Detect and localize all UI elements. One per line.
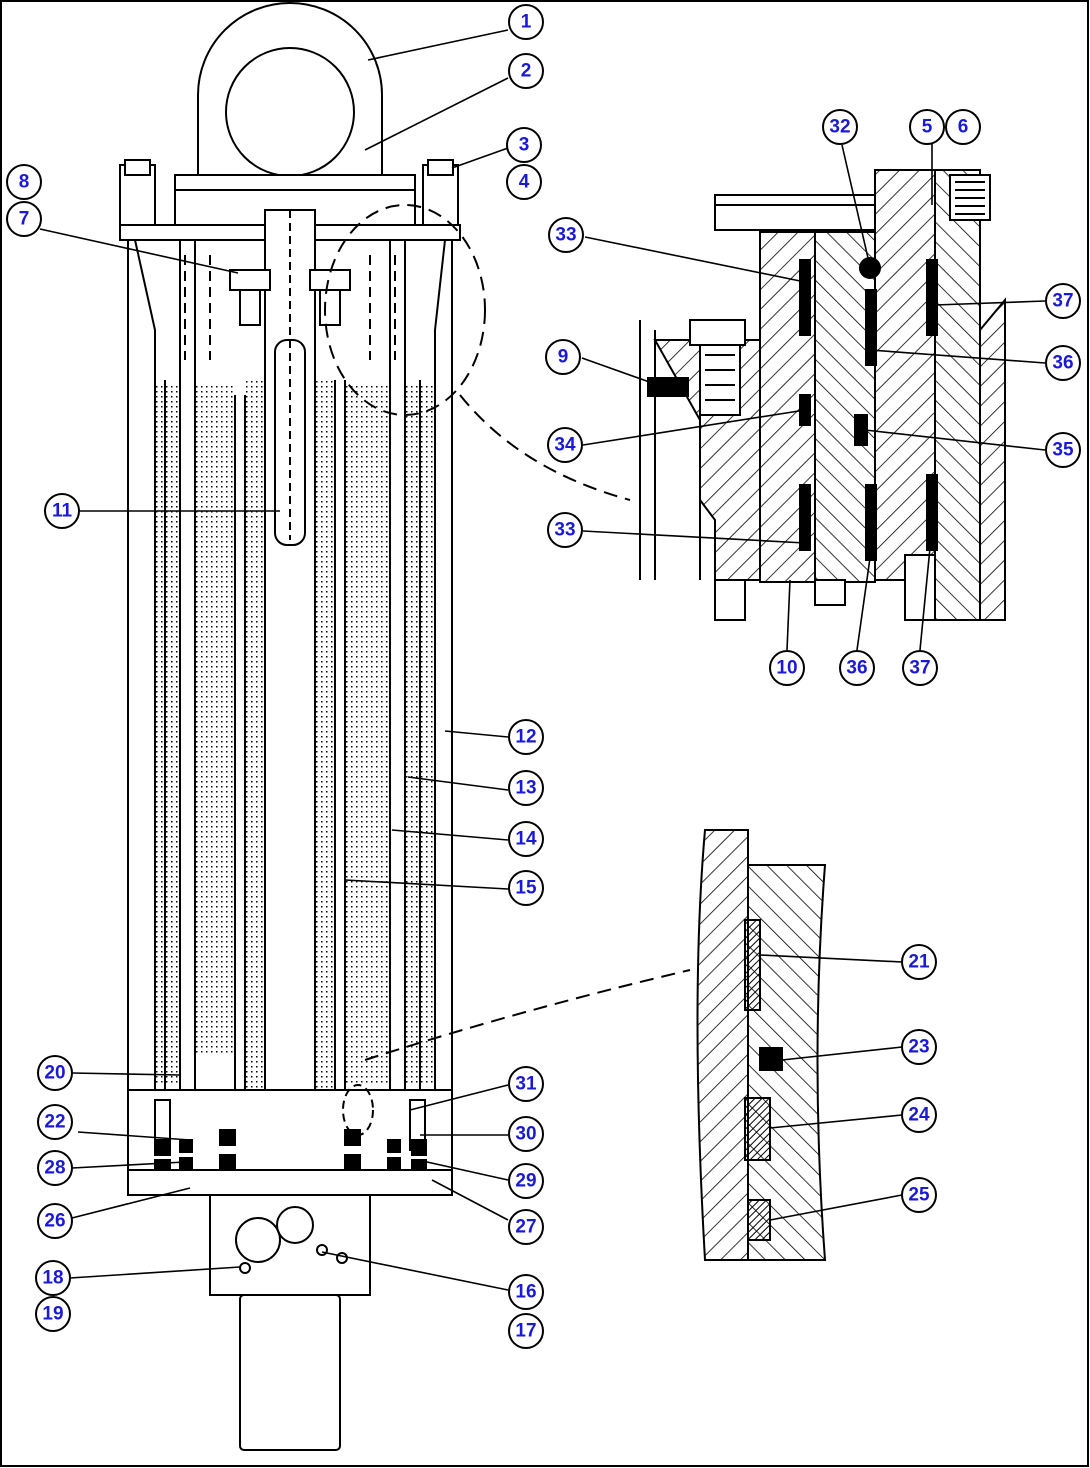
leader-lines (39, 29, 1046, 1291)
svg-text:12: 12 (515, 727, 536, 748)
svg-text:22: 22 (44, 1112, 65, 1133)
detail-view-head-seals (639, 169, 1006, 621)
svg-text:14: 14 (515, 829, 537, 850)
svg-text:37: 37 (909, 658, 930, 679)
svg-text:35: 35 (1052, 440, 1074, 461)
callout-31[interactable]: 31 (508, 1066, 544, 1102)
callout-37-right[interactable]: 37 (1045, 283, 1081, 319)
callouts: 1 2 3 4 5 6 7 8 9 10 11 12 13 14 15 16 1… (6, 4, 1081, 1349)
callout-1[interactable]: 1 (508, 4, 544, 40)
middle-tube-fill-left (195, 385, 235, 1055)
outer-barrel (127, 240, 453, 1090)
callout-30[interactable]: 30 (508, 1116, 544, 1152)
callout-21[interactable]: 21 (901, 944, 937, 980)
callout-6[interactable]: 6 (945, 109, 981, 145)
svg-text:15: 15 (515, 878, 537, 899)
callout-23[interactable]: 23 (901, 1029, 937, 1065)
callout-2[interactable]: 2 (508, 53, 544, 89)
callout-5[interactable]: 5 (909, 109, 945, 145)
svg-text:17: 17 (515, 1321, 536, 1342)
rod-end (209, 1194, 371, 1296)
callout-25[interactable]: 25 (901, 1177, 937, 1213)
callout-10[interactable]: 10 (769, 650, 805, 686)
callout-14[interactable]: 14 (508, 821, 544, 857)
svg-text:7: 7 (19, 209, 30, 230)
outer-tube-fill-left (155, 385, 180, 1085)
svg-text:16: 16 (515, 1282, 536, 1303)
callout-33-top[interactable]: 33 (548, 217, 584, 253)
callout-9[interactable]: 9 (545, 339, 581, 375)
callout-7[interactable]: 7 (6, 201, 42, 237)
svg-text:33: 33 (554, 520, 575, 541)
callout-37-bottom[interactable]: 37 (902, 650, 938, 686)
svg-text:23: 23 (908, 1037, 929, 1058)
svg-text:36: 36 (1052, 353, 1073, 374)
detail-circle-top (324, 204, 486, 416)
svg-text:6: 6 (958, 117, 969, 138)
svg-text:28: 28 (44, 1158, 65, 1179)
callout-22[interactable]: 22 (37, 1104, 73, 1140)
svg-text:36: 36 (846, 658, 867, 679)
mounting-eye-bore (225, 47, 355, 177)
svg-text:26: 26 (44, 1211, 65, 1232)
svg-text:32: 32 (829, 117, 850, 138)
callout-26[interactable]: 26 (37, 1203, 73, 1239)
gland-body (127, 1089, 453, 1196)
callout-32[interactable]: 32 (822, 109, 858, 145)
callout-18[interactable]: 18 (35, 1260, 71, 1296)
svg-text:37: 37 (1052, 291, 1073, 312)
svg-text:3: 3 (519, 135, 530, 156)
callout-13[interactable]: 13 (508, 770, 544, 806)
svg-text:33: 33 (555, 225, 576, 246)
callout-28[interactable]: 28 (37, 1150, 73, 1186)
svg-text:21: 21 (908, 952, 930, 973)
callout-35[interactable]: 35 (1045, 432, 1081, 468)
callout-36-bottom[interactable]: 36 (839, 650, 875, 686)
svg-text:27: 27 (515, 1217, 536, 1238)
callout-17[interactable]: 17 (508, 1313, 544, 1349)
svg-text:24: 24 (908, 1105, 930, 1126)
svg-text:1: 1 (521, 12, 532, 33)
callout-16[interactable]: 16 (508, 1274, 544, 1310)
svg-text:31: 31 (515, 1074, 537, 1095)
callout-29[interactable]: 29 (508, 1163, 544, 1199)
callout-4[interactable]: 4 (506, 164, 542, 200)
callout-27[interactable]: 27 (508, 1209, 544, 1245)
callout-34[interactable]: 34 (547, 427, 583, 463)
svg-text:2: 2 (521, 61, 532, 82)
svg-text:25: 25 (908, 1185, 930, 1206)
callout-20[interactable]: 20 (37, 1055, 73, 1091)
rod-shaft (239, 1294, 341, 1451)
inner-rod-fill (245, 380, 265, 1170)
callout-15[interactable]: 15 (508, 870, 544, 906)
svg-text:11: 11 (52, 501, 73, 522)
svg-text:13: 13 (515, 778, 536, 799)
callout-36-right[interactable]: 36 (1045, 345, 1081, 381)
svg-text:30: 30 (515, 1124, 536, 1145)
callout-12[interactable]: 12 (508, 719, 544, 755)
callout-33-bottom[interactable]: 33 (547, 512, 583, 548)
callout-24[interactable]: 24 (901, 1097, 937, 1133)
svg-text:18: 18 (42, 1268, 63, 1289)
svg-text:8: 8 (19, 172, 30, 193)
svg-text:5: 5 (922, 117, 933, 138)
detail-view-gland-seals (696, 829, 827, 1261)
svg-text:20: 20 (44, 1063, 65, 1084)
callout-8[interactable]: 8 (6, 164, 42, 200)
svg-text:4: 4 (519, 172, 530, 193)
callout-19[interactable]: 19 (35, 1296, 71, 1332)
callout-11[interactable]: 11 (44, 493, 80, 529)
main-cylinder-section (119, 2, 691, 1451)
svg-text:10: 10 (776, 658, 797, 679)
svg-text:29: 29 (515, 1171, 536, 1192)
callout-3[interactable]: 3 (506, 127, 542, 163)
middle-tube-fill-right (345, 385, 390, 1085)
svg-text:34: 34 (554, 435, 576, 456)
svg-text:9: 9 (558, 347, 569, 368)
svg-text:19: 19 (42, 1304, 63, 1325)
